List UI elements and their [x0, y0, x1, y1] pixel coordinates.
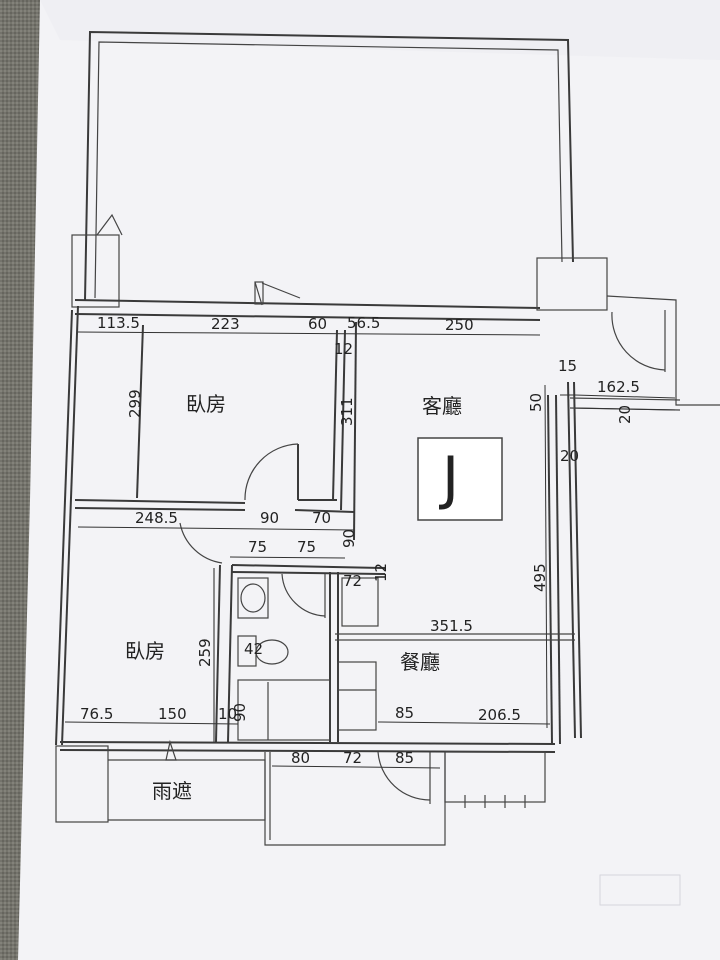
dim-mid-248-5: 248.5: [135, 509, 178, 527]
room-bedroom-top: 臥房: [186, 392, 226, 416]
kitchen-door-arc: [377, 751, 431, 801]
dim-bottom-80: 80: [291, 749, 310, 767]
dim-wall-12-top: 12: [334, 340, 353, 358]
dim-bedroom-wall: 311: [338, 397, 356, 426]
bottom-bedroom-door-arc: [179, 522, 223, 564]
dim-right-162-5: 162.5: [597, 378, 640, 396]
unit-label: J: [439, 444, 459, 512]
room-canopy: 雨遮: [152, 779, 192, 803]
dim-top-1: 113.5: [97, 314, 140, 332]
dim-right-20b: 20: [560, 447, 579, 465]
dim-right-15: 15: [558, 357, 577, 375]
top-bedroom-walls: [74, 321, 357, 541]
dim-top-2: 223: [211, 315, 240, 333]
dim-right-50: 50: [527, 393, 545, 412]
dimension-labels: 113.5 223 60 56.5 250 12 299 311 15 162.…: [80, 314, 640, 767]
dim-bedroom-height: 299: [126, 389, 144, 418]
dim-mid-90: 90: [260, 509, 279, 527]
room-living: 客廳: [422, 394, 462, 418]
dim-mid-70: 70: [312, 509, 331, 527]
dim-bottom-72: 72: [343, 749, 362, 767]
dim-bath-12: 12: [372, 563, 390, 582]
unit-label-box: [417, 437, 503, 521]
dim-bath-10: 10: [218, 705, 237, 723]
dim-bedroom2-259: 259: [196, 638, 214, 667]
dim-bottom-206-5: 206.5: [478, 706, 521, 724]
dimension-lines: [64, 331, 676, 769]
dim-top-3: 60: [308, 315, 327, 333]
room-dining: 餐廳: [400, 650, 440, 674]
faint-stamp: [599, 874, 681, 906]
dim-bottom-150: 150: [158, 705, 187, 723]
dim-bottom-85a: 85: [395, 704, 414, 722]
paper: [18, 0, 720, 960]
dim-right-20a: 20: [616, 405, 634, 424]
dim-bath-75a: 75: [248, 538, 267, 556]
dim-living-495: 495: [531, 563, 549, 592]
dim-bottom-76-5: 76.5: [80, 705, 113, 723]
dim-bath-90: 90: [231, 703, 249, 722]
dim-top-4: 56.5: [347, 314, 380, 332]
dim-bath-72: 72: [343, 572, 362, 590]
balcony-door: [254, 281, 301, 306]
room-bedroom-bottom: 臥房: [125, 639, 165, 663]
bathroom-walls: [215, 564, 575, 743]
dim-bath-42: 42: [244, 640, 263, 658]
dim-mid-90v: 90: [340, 529, 358, 548]
dim-dining-351-5: 351.5: [430, 617, 473, 635]
entrance-door-arc: [611, 311, 666, 371]
dim-bath-75b: 75: [297, 538, 316, 556]
dim-top-5: 250: [445, 316, 474, 334]
bottom-annex: [55, 739, 546, 846]
dim-bottom-85b: 85: [395, 749, 414, 767]
balcony: [71, 30, 574, 308]
